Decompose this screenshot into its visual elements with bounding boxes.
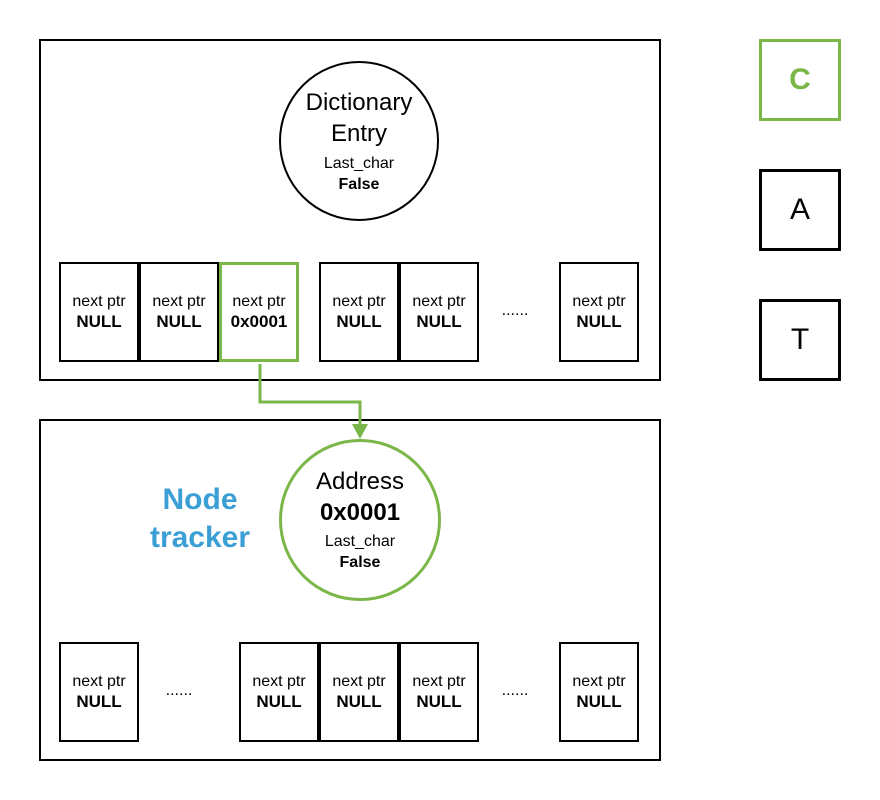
letter-box-t: T [759, 299, 841, 381]
cell-value: NULL [256, 692, 302, 711]
node-tracker-line1: Node [162, 483, 238, 516]
cell-value: NULL [336, 692, 382, 711]
node-field-label: Last_char [324, 533, 396, 550]
node-field-value: False [339, 554, 381, 571]
top-cell-last: next ptr NULL [559, 262, 639, 362]
cell-value: NULL [576, 692, 622, 711]
bottom-ellipsis-1: ...... [165, 682, 193, 699]
top-cell-2: next ptr NULL [139, 262, 219, 362]
cell-label: next ptr [572, 673, 626, 690]
top-cell-3: next ptr NULL [319, 262, 399, 362]
cell-label: next ptr [332, 673, 386, 690]
dictionary-entry-title-2: Entry [330, 120, 387, 147]
cell-value: NULL [76, 692, 122, 711]
cell-label: next ptr [72, 293, 126, 310]
cell-value: NULL [336, 312, 382, 331]
cell-value: NULL [416, 312, 462, 331]
pointer-arrow-line [258, 364, 362, 426]
bottom-ellipsis-2: ...... [501, 682, 529, 699]
cell-label: next ptr [72, 673, 126, 690]
dictionary-entry-title-1: Dictionary [305, 89, 413, 116]
pointer-arrow-head [352, 424, 368, 439]
top-cell-1: next ptr NULL [59, 262, 139, 362]
dictionary-entry-field-label: Last_char [323, 155, 395, 172]
dictionary-entry-circle: Dictionary Entry Last_char False [279, 61, 439, 221]
bottom-cell-3: next ptr NULL [319, 642, 399, 742]
dictionary-entry-field-value: False [338, 176, 380, 193]
top-cell-highlighted: next ptr 0x0001 [219, 262, 299, 362]
top-cell-4: next ptr NULL [399, 262, 479, 362]
cell-label: next ptr [412, 673, 466, 690]
cell-value: NULL [576, 312, 622, 331]
node-tracker-label: Node tracker [120, 481, 280, 557]
node-tracker-line2: tracker [149, 521, 251, 554]
cell-label: next ptr [232, 293, 286, 310]
cell-label: next ptr [332, 293, 386, 310]
node-address-circle: Address 0x0001 Last_char False [279, 439, 441, 601]
top-ellipsis: ...... [501, 302, 529, 319]
cell-value: NULL [416, 692, 462, 711]
cell-label: next ptr [152, 293, 206, 310]
bottom-cell-2: next ptr NULL [239, 642, 319, 742]
cell-label: next ptr [412, 293, 466, 310]
cell-label: next ptr [252, 673, 306, 690]
cell-value: NULL [156, 312, 202, 331]
bottom-cell-4: next ptr NULL [399, 642, 479, 742]
bottom-cell-last: next ptr NULL [559, 642, 639, 742]
bottom-cell-1: next ptr NULL [59, 642, 139, 742]
cell-label: next ptr [572, 293, 626, 310]
node-title: Address [315, 468, 405, 495]
cell-value: NULL [76, 312, 122, 331]
cell-value: 0x0001 [230, 312, 288, 331]
letter-box-a: A [759, 169, 841, 251]
letter-box-c: C [759, 39, 841, 121]
node-address: 0x0001 [319, 499, 401, 526]
